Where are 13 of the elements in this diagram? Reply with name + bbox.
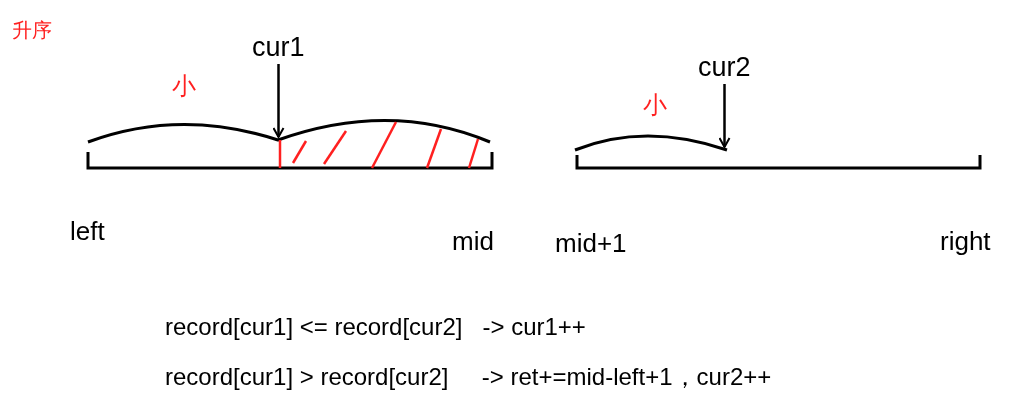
pointer-label: cur2 — [698, 54, 751, 81]
rule-text: record[cur1] > record[cur2] -> ret+=mid-left+1，cur2++ — [165, 365, 772, 389]
heading: 升序 — [12, 20, 52, 40]
index-label: right — [940, 228, 991, 254]
rule-text: record[cur1] <= record[cur2] -> cur1++ — [165, 315, 586, 339]
index-label: mid+1 — [555, 230, 627, 256]
annotation: 小 — [172, 74, 196, 98]
pointer-label: cur1 — [252, 34, 305, 61]
pointer-arrow — [718, 84, 731, 148]
index-label: left — [70, 218, 105, 244]
pointer-arrow — [272, 64, 285, 138]
index-label: mid — [452, 228, 494, 254]
annotation: 小 — [643, 93, 667, 117]
